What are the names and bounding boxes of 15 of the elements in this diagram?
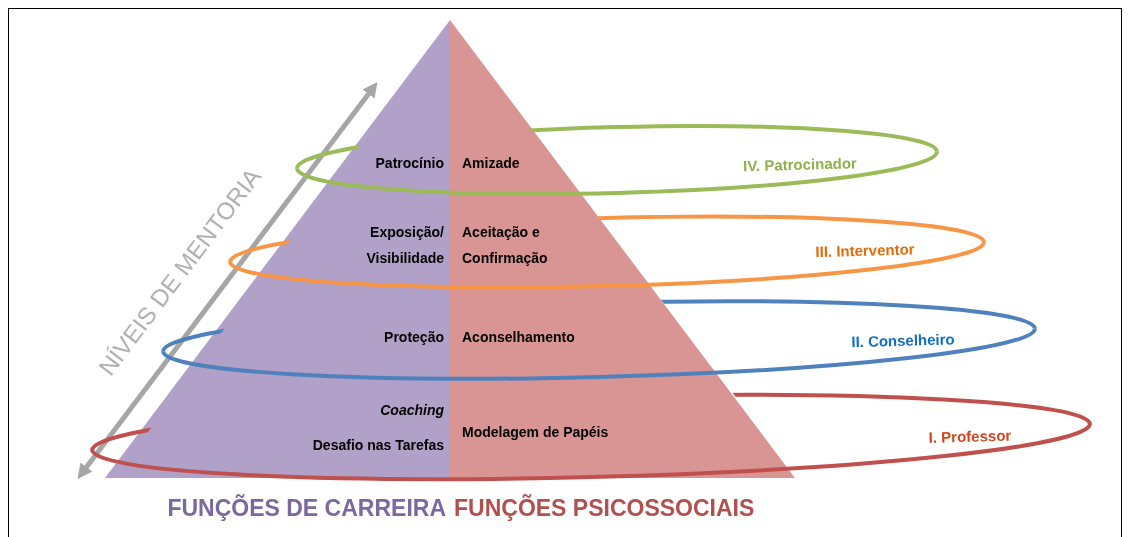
column-heading: FUNÇÕES DE CARREIRA <box>167 493 446 523</box>
column-heading: FUNÇÕES PSICOSSOCIAIS <box>454 493 755 523</box>
mentor-level-label: I. Professor <box>928 425 1012 448</box>
mentor-level-label: III. Interventor <box>815 239 915 263</box>
function-label: Amizade <box>462 154 520 173</box>
function-label: Desafio nas Tarefas <box>312 436 444 455</box>
function-label: Proteção <box>384 328 444 347</box>
function-label: Aceitação e Confirmação <box>462 223 549 268</box>
function-label: Modelagem de Papéis <box>462 423 609 442</box>
function-label: Patrocínio <box>375 154 444 173</box>
function-label: Aconselhamento <box>462 328 575 347</box>
mentor-level-label: IV. Patrocinador <box>742 153 858 177</box>
function-label: Coaching <box>380 401 444 420</box>
function-label: Exposição/ Visibilidade <box>365 223 444 268</box>
mentor-level-label: II. Conselheiro <box>851 329 955 353</box>
